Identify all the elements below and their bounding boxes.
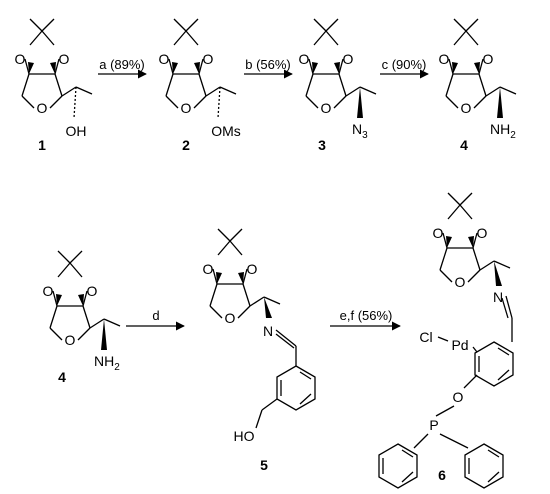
atom-o: O xyxy=(65,332,76,348)
atom-o: O xyxy=(203,261,214,277)
atom-o: O xyxy=(483,51,494,67)
atom-o: O xyxy=(181,100,192,116)
compound-3: O O O N3 3 xyxy=(299,18,377,153)
atom-n: N xyxy=(263,323,273,339)
amine-label: NH2 xyxy=(490,121,516,141)
compound-number-1: 1 xyxy=(38,137,46,153)
atom-o: O xyxy=(455,274,466,290)
arrow-d: d xyxy=(126,308,185,331)
atom-pd: Pd xyxy=(451,337,468,353)
atom-oh: OH xyxy=(66,123,87,139)
atom-oms: OMs xyxy=(211,123,241,139)
atom-o: O xyxy=(59,51,70,67)
compound-1: O O O OH 1 xyxy=(15,18,93,153)
compound-2: O O O OMs 2 xyxy=(159,18,241,153)
arrow-label-c: c (90%) xyxy=(382,57,427,72)
amine-nh: NH xyxy=(94,353,114,369)
atom-o: O xyxy=(477,225,488,241)
atom-o: O xyxy=(433,225,444,241)
compound-number-4: 4 xyxy=(58,369,66,385)
arrow-label-b: b (56%) xyxy=(245,57,291,72)
atom-o: O xyxy=(15,51,26,67)
compound-4-top: O O O NH2 4 xyxy=(439,18,517,153)
atom-p: P xyxy=(429,417,438,433)
amine-subscript: 2 xyxy=(510,130,516,141)
atom-o: O xyxy=(299,51,310,67)
atom-n: N xyxy=(493,289,503,305)
atom-o: O xyxy=(247,261,258,277)
arrow-b: b (56%) xyxy=(244,57,293,79)
atom-o: O xyxy=(159,51,170,67)
atom-cl: Cl xyxy=(419,329,432,345)
atom-ho: HO xyxy=(234,428,255,444)
atom-o: O xyxy=(87,283,98,299)
arrow-c: c (90%) xyxy=(380,57,429,79)
arrow-label-a: a (89%) xyxy=(99,57,145,72)
compound-number-3: 3 xyxy=(318,137,326,153)
compound-4-bottom: O O O NH2 4 xyxy=(43,250,121,385)
atom-o: O xyxy=(43,283,54,299)
amine-label: NH2 xyxy=(94,353,120,373)
arrow-label-ef: e,f (56%) xyxy=(340,308,393,323)
amine-subscript: 2 xyxy=(114,362,120,373)
azide-n: N xyxy=(352,121,362,137)
atom-o: O xyxy=(225,310,236,326)
amine-nh: NH xyxy=(490,121,510,137)
atom-o: O xyxy=(461,100,472,116)
atom-o: O xyxy=(37,100,48,116)
arrow-label-d: d xyxy=(152,308,159,323)
compound-number-4: 4 xyxy=(460,137,468,153)
atom-o: O xyxy=(439,51,450,67)
compound-number-6: 6 xyxy=(438,467,446,483)
compound-number-2: 2 xyxy=(182,137,190,153)
compound-number-5: 5 xyxy=(260,457,268,473)
compound-6: O O O N Pd Cl O P 6 xyxy=(378,192,514,489)
arrow-ef: e,f (56%) xyxy=(330,308,401,331)
azide-label: N3 xyxy=(352,121,368,141)
compound-5: O O O N HO 5 xyxy=(203,228,316,473)
atom-o: O xyxy=(343,51,354,67)
atom-o: O xyxy=(321,100,332,116)
arrow-a: a (89%) xyxy=(98,57,147,79)
azide-subscript: 3 xyxy=(362,130,368,141)
atom-o-link: O xyxy=(453,389,464,405)
atom-o: O xyxy=(203,51,214,67)
